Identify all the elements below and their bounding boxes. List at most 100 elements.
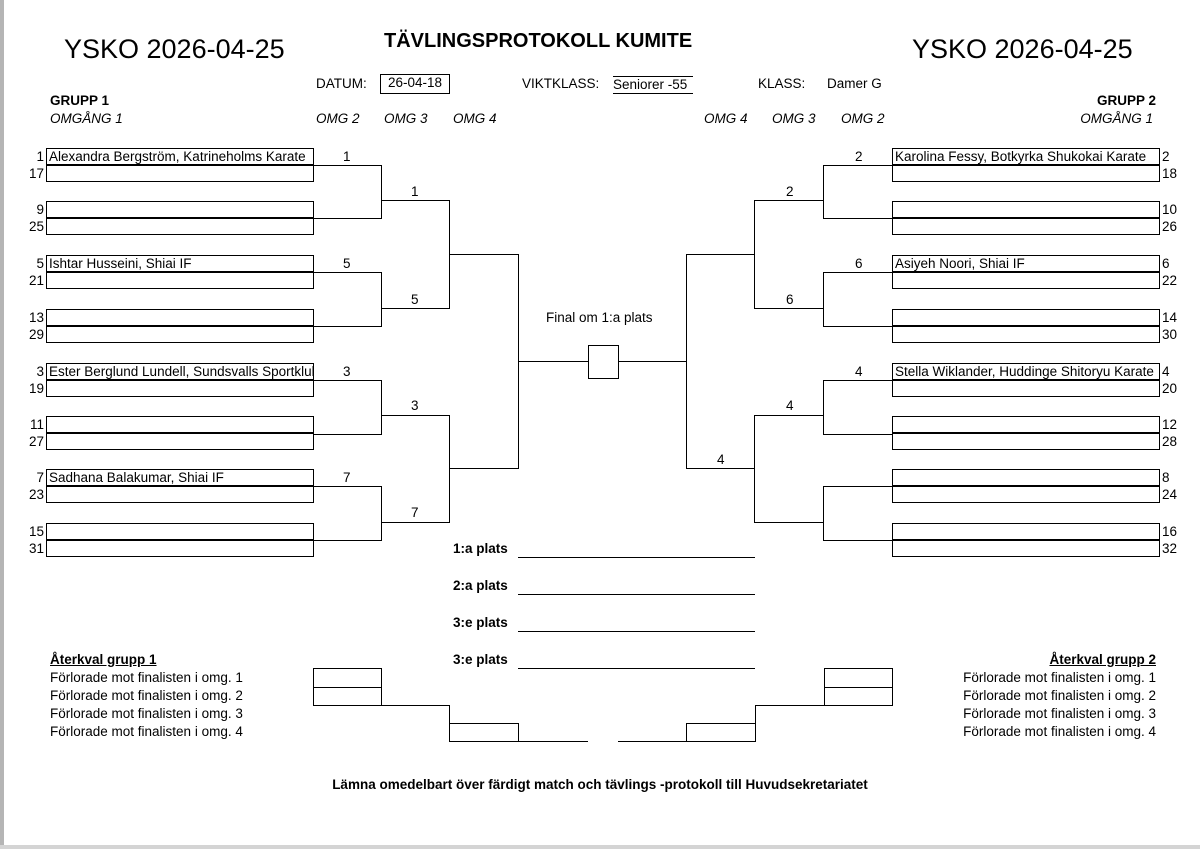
seed-number: 32 [1162,541,1178,556]
bracket-line [823,380,893,381]
repechage-g2-box-3[interactable] [686,723,756,742]
competitor-slot[interactable] [892,540,1160,557]
group1-round-label: OMGÅNG 1 [50,111,123,126]
seed-number: 12 [1162,417,1178,432]
bracket-line [823,434,893,435]
bracket-line [823,326,893,327]
placing-line-3[interactable] [518,631,755,632]
competitor-slot[interactable] [46,416,314,433]
competitor-slot[interactable] [46,326,314,343]
final-result-box[interactable] [588,345,619,379]
seed-number: 7 [36,470,44,485]
competitor-slot[interactable] [46,272,314,289]
competitor-slot[interactable] [892,416,1160,433]
omg4-result: 4 [717,452,725,467]
omg2-result: 7 [343,470,351,485]
competitor-slot[interactable] [892,380,1160,397]
competitor-slot[interactable]: Alexandra Bergström, Katrineholms Karate [46,148,314,165]
bracket-line [313,326,382,327]
competitor-slot[interactable] [892,309,1160,326]
competitor-slot[interactable]: Asiyeh Noori, Shiai IF [892,255,1160,272]
repechage-g2-box-2[interactable] [824,687,893,706]
bracket-line [381,272,382,327]
repechage-g1-line-1: Förlorade mot finalisten i omg. 1 [50,670,243,685]
competitor-slot[interactable] [892,272,1160,289]
group1-omg4-header: OMG 4 [453,111,497,126]
placing-line-2[interactable] [518,594,755,595]
competitor-slot[interactable]: Sadhana Balakumar, Shiai IF [46,469,314,486]
seed-number: 23 [28,487,44,502]
repechage-g1-line-4: Förlorade mot finalisten i omg. 4 [50,724,243,739]
datum-label: DATUM: [316,76,367,91]
repechage-g2-line-2: Förlorade mot finalisten i omg. 2 [963,688,1156,703]
seed-number: 1 [36,149,44,164]
group2-omg4-header: OMG 4 [704,111,748,126]
datum-field[interactable]: 26-04-18 [380,74,450,94]
omg2-result: 1 [343,149,351,164]
page-bottom-edge [0,845,1200,849]
competitor-slot[interactable] [892,433,1160,450]
bracket-line [754,200,824,201]
bracket-line [755,705,756,724]
competitor-slot[interactable]: Ester Berglund Lundell, Sundsvalls Sport… [46,363,314,380]
omg2-result: 5 [343,256,351,271]
seed-number: 14 [1162,310,1178,325]
competitor-slot[interactable]: Ishtar Husseini, Shiai IF [46,255,314,272]
repechage-g2-title: Återkval grupp 2 [1049,652,1156,667]
competitor-slot[interactable] [892,326,1160,343]
competitor-slot[interactable] [892,523,1160,540]
seed-number: 19 [28,381,44,396]
competitor-slot[interactable] [46,201,314,218]
competitor-slot[interactable]: Stella Wiklander, Huddinge Shitoryu Kara… [892,363,1160,380]
competitor-slot[interactable]: Karolina Fessy, Botkyrka Shukokai Karate [892,148,1160,165]
competitor-slot[interactable] [46,540,314,557]
seed-number: 17 [28,166,44,181]
omg2-result: 2 [855,149,863,164]
placing-line-1[interactable] [518,557,755,558]
bracket-line [823,540,893,541]
seed-number: 26 [1162,219,1178,234]
repechage-g1-box-1[interactable] [313,668,382,688]
competitor-slot[interactable] [892,201,1160,218]
bracket-line [618,361,687,362]
competitor-slot[interactable] [46,218,314,235]
competitor-slot[interactable] [892,486,1160,503]
group1-title: GRUPP 1 [50,93,110,108]
bracket-line [381,415,450,416]
placing-label-2: 2:a plats [453,578,508,593]
repechage-g1-box-3[interactable] [449,723,519,742]
omg3-result: 2 [786,184,794,199]
omg3-result: 7 [411,505,419,520]
viktklass-label: VIKTKLASS: [522,76,600,91]
page-left-edge [0,0,4,849]
seed-number: 24 [1162,487,1178,502]
seed-number: 9 [36,202,44,217]
competitor-slot[interactable] [46,165,314,182]
bracket-line [381,200,450,201]
competitor-slot[interactable] [892,218,1160,235]
seed-number: 10 [1162,202,1178,217]
competitor-slot[interactable] [46,309,314,326]
placing-line-4[interactable] [518,668,755,669]
bracket-line [381,165,382,219]
bracket-line [824,687,825,706]
bracket-line [686,254,755,255]
competitor-slot[interactable] [46,380,314,397]
competitor-slot[interactable] [892,165,1160,182]
seed-number: 21 [28,273,44,288]
seed-number: 8 [1162,470,1170,485]
viktklass-field[interactable]: Seniorer -55 [613,76,693,94]
seed-number: 2 [1162,149,1170,164]
group2-round-label: OMGÅNG 1 [1080,111,1153,126]
competitor-slot[interactable] [46,523,314,540]
competitor-slot[interactable] [46,433,314,450]
repechage-g1-box-2[interactable] [313,687,382,706]
competitor-slot[interactable] [46,486,314,503]
competitor-slot[interactable] [892,469,1160,486]
bracket-line [381,308,450,309]
klass-field[interactable]: Damer G [827,76,882,91]
bracket-line [823,272,893,273]
repechage-g1-title: Återkval grupp 1 [50,652,157,667]
seed-number: 25 [28,219,44,234]
repechage-g2-box-1[interactable] [824,668,893,688]
